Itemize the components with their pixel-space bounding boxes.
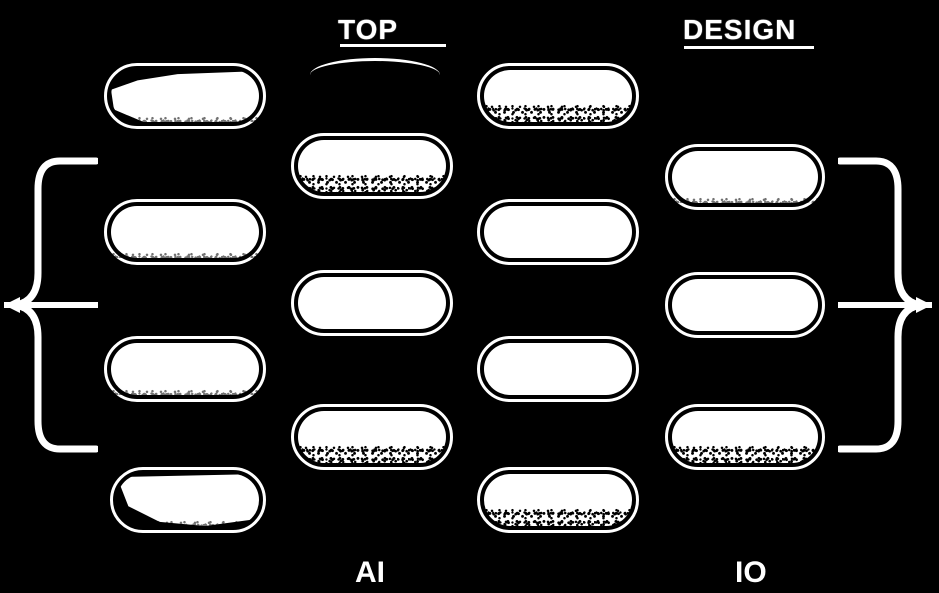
node-pill-fill [672,151,818,204]
node-pill-fill [111,206,259,259]
header-design-underline [684,46,814,49]
node-pill[interactable] [104,63,266,129]
node-pill-fill [672,279,818,331]
footer-label-center: AI [355,556,385,589]
footer-label-right: IO [735,556,767,589]
node-pill-fill [484,70,632,122]
node-pill-fill [298,140,446,192]
node-pill[interactable] [477,467,639,533]
header-design: DESIGN [683,14,797,45]
node-pill-fill [111,343,259,396]
node-pill[interactable] [104,199,266,265]
node-pill-fill [484,206,632,258]
right-brace [838,155,938,455]
node-pill-fill [484,343,632,395]
node-pill[interactable] [104,336,266,402]
node-pill[interactable] [477,199,639,265]
node-pill[interactable] [291,270,453,336]
node-pill[interactable] [665,144,825,210]
header-top-underline [340,44,446,47]
header-top: TOP [338,14,399,45]
node-pill[interactable] [665,272,825,338]
left-brace [0,155,98,455]
node-pill[interactable] [477,336,639,402]
node-pill[interactable] [477,63,639,129]
node-pill-fill [298,411,446,463]
node-pill-fill [672,411,818,463]
node-pill-fill [111,71,259,122]
node-pill[interactable] [665,404,825,470]
node-pill[interactable] [291,404,453,470]
node-pill[interactable] [291,133,453,199]
node-pill-fill [484,474,632,526]
node-pill-fill [117,474,259,526]
node-pill-fill [298,277,446,329]
node-pill[interactable] [110,467,266,533]
header-arc-mark [310,58,440,75]
